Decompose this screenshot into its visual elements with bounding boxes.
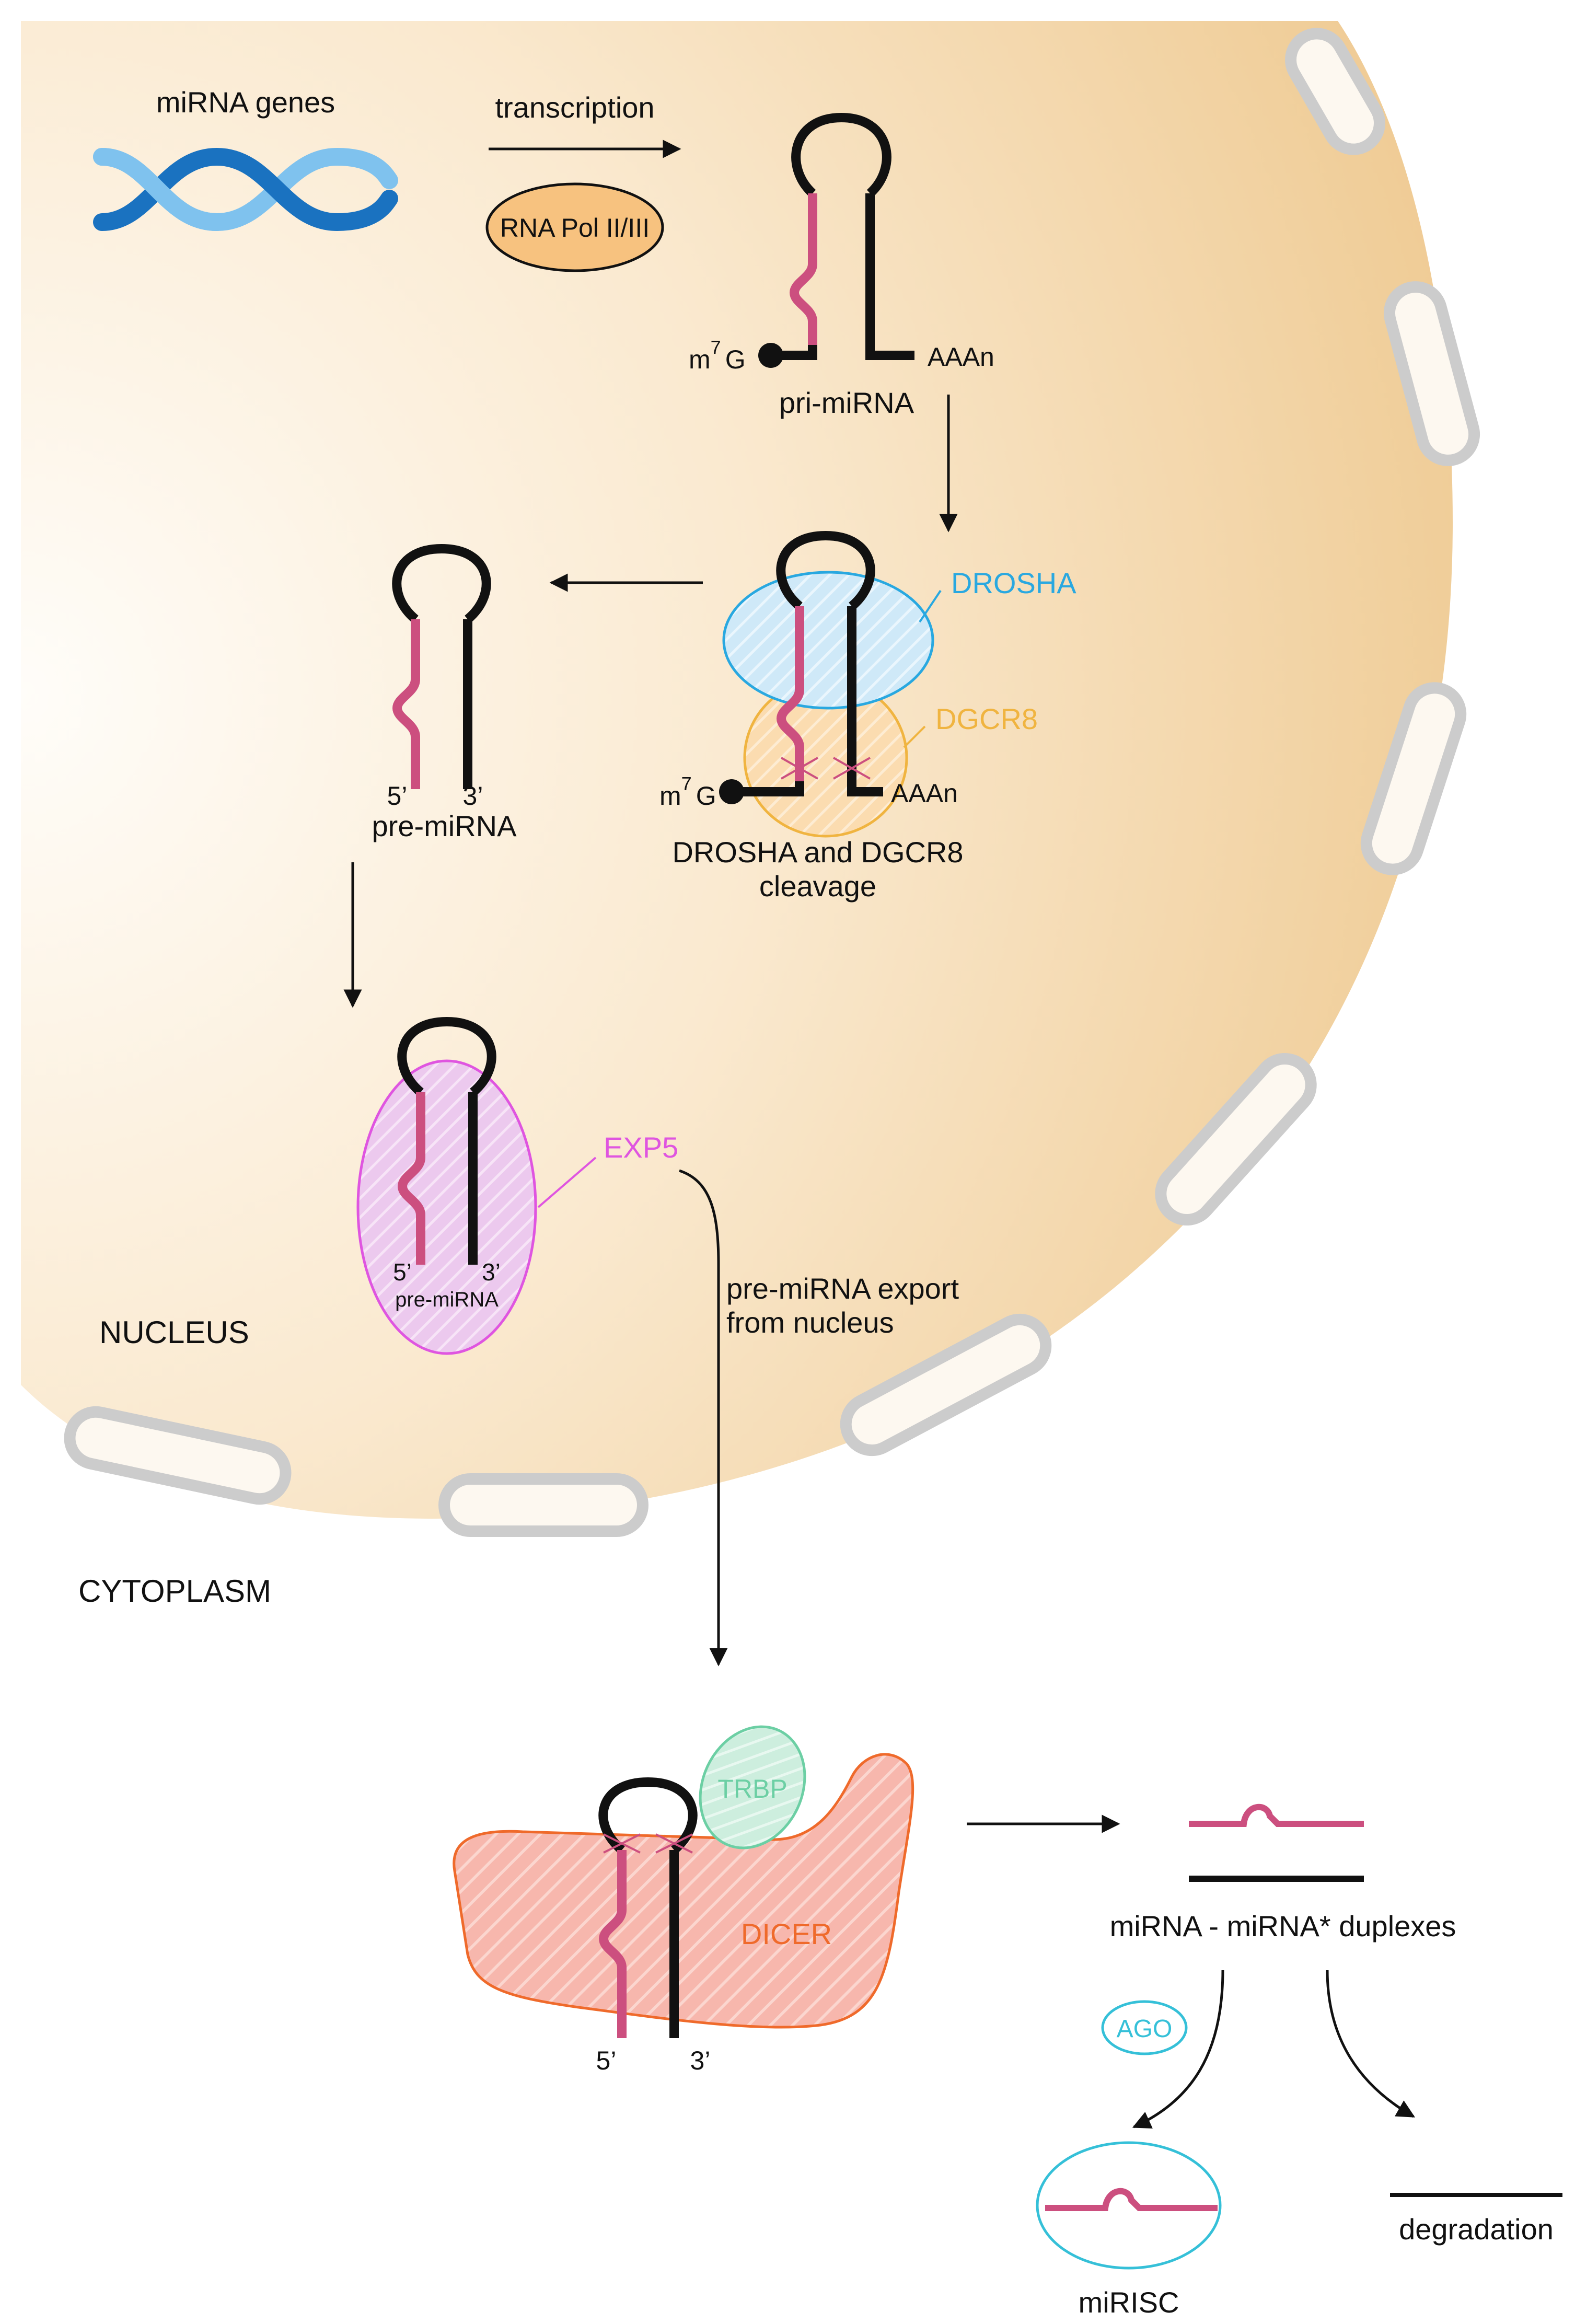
degradation-label: degradation bbox=[1399, 2213, 1554, 2246]
transcription-label: transcription bbox=[495, 91, 654, 124]
ago-label: AGO bbox=[1117, 2015, 1173, 2043]
trbp-ellipse bbox=[699, 1725, 806, 1849]
drosha-ellipse bbox=[722, 571, 934, 710]
dicer-label: DICER bbox=[741, 1917, 832, 1950]
membrane-segment bbox=[840, 1313, 1052, 1456]
exp5-hairpin bbox=[397, 1016, 496, 1265]
dicer-shape bbox=[453, 1753, 914, 2029]
five-prime-label: 5’ bbox=[393, 1258, 412, 1286]
cleavage-sites bbox=[781, 757, 871, 780]
rna-pol-label: RNA Pol II/III bbox=[500, 213, 650, 242]
exp5-label: EXP5 bbox=[604, 1131, 678, 1164]
trbp-label: TRBP bbox=[717, 1774, 787, 1803]
dna-helix-icon bbox=[93, 147, 398, 232]
dicer-cleavage-sites bbox=[603, 1833, 693, 1854]
to-mirisc-arrow bbox=[1132, 1970, 1224, 2129]
to-degradation-arrow bbox=[1326, 1970, 1416, 2118]
cytoplasm-label: CYTOPLASM bbox=[78, 1574, 271, 1609]
pre-mirna-label: pre-miRNA bbox=[372, 810, 517, 842]
pre-mirna-small-label: pre-miRNA bbox=[395, 1288, 499, 1311]
export-label-line2: from nucleus bbox=[726, 1306, 894, 1339]
drosha-label: DROSHA bbox=[951, 566, 1076, 599]
cleavage-hairpin bbox=[732, 530, 883, 796]
duplexes-label: miRNA - miRNA* duplexes bbox=[1110, 1910, 1456, 1943]
rna-pol-ellipse bbox=[485, 182, 664, 272]
dicer-hairpin bbox=[598, 1777, 698, 2038]
cap-dot bbox=[719, 779, 744, 804]
dgcr8-pointer bbox=[903, 725, 926, 748]
pri-mirna-label: pri-miRNA bbox=[779, 386, 914, 419]
three-prime-label: 3’ bbox=[463, 781, 483, 811]
cleavage-label-line2: cleavage bbox=[759, 870, 876, 903]
dgcr8-label: DGCR8 bbox=[935, 702, 1038, 735]
membrane-segment bbox=[1285, 28, 1385, 155]
three-prime-label: 3’ bbox=[690, 2046, 711, 2075]
mirisc-mirna-strand bbox=[1045, 2188, 1218, 2211]
membrane-segment bbox=[64, 1406, 292, 1505]
cap-dot bbox=[758, 343, 783, 368]
pre-mirna-hairpin bbox=[392, 544, 491, 789]
drosha-pointer bbox=[919, 589, 942, 623]
pri-mirna-hairpin bbox=[771, 112, 914, 360]
polya-label: AAAn bbox=[928, 342, 994, 372]
five-prime-label: 5’ bbox=[387, 781, 408, 811]
membrane-segment bbox=[1360, 682, 1467, 875]
nuclear-membrane bbox=[64, 28, 1480, 1537]
membrane-segment bbox=[438, 1473, 648, 1537]
exp5-pointer bbox=[537, 1157, 597, 1208]
mirna-genes-label: miRNA genes bbox=[156, 86, 335, 119]
mirisc-ellipse bbox=[1036, 2141, 1222, 2270]
cleavage-label-line1: DROSHA and DGCR8 bbox=[672, 836, 963, 869]
mirna-strand bbox=[1189, 1803, 1364, 1827]
polya-label: AAAn bbox=[891, 779, 958, 808]
exp5-ellipse bbox=[356, 1059, 537, 1355]
export-arrow bbox=[679, 1169, 728, 1667]
membrane-segment bbox=[1383, 281, 1480, 466]
three-prime-label: 3’ bbox=[482, 1258, 501, 1286]
export-label-line1: pre-miRNA export bbox=[726, 1272, 959, 1305]
mirisc-label: miRISC bbox=[1079, 2286, 1179, 2319]
five-prime-label: 5’ bbox=[596, 2046, 617, 2075]
membrane-segment bbox=[1155, 1053, 1317, 1226]
nucleus-label: NUCLEUS bbox=[99, 1315, 249, 1350]
ago-ellipse bbox=[1101, 2000, 1188, 2055]
